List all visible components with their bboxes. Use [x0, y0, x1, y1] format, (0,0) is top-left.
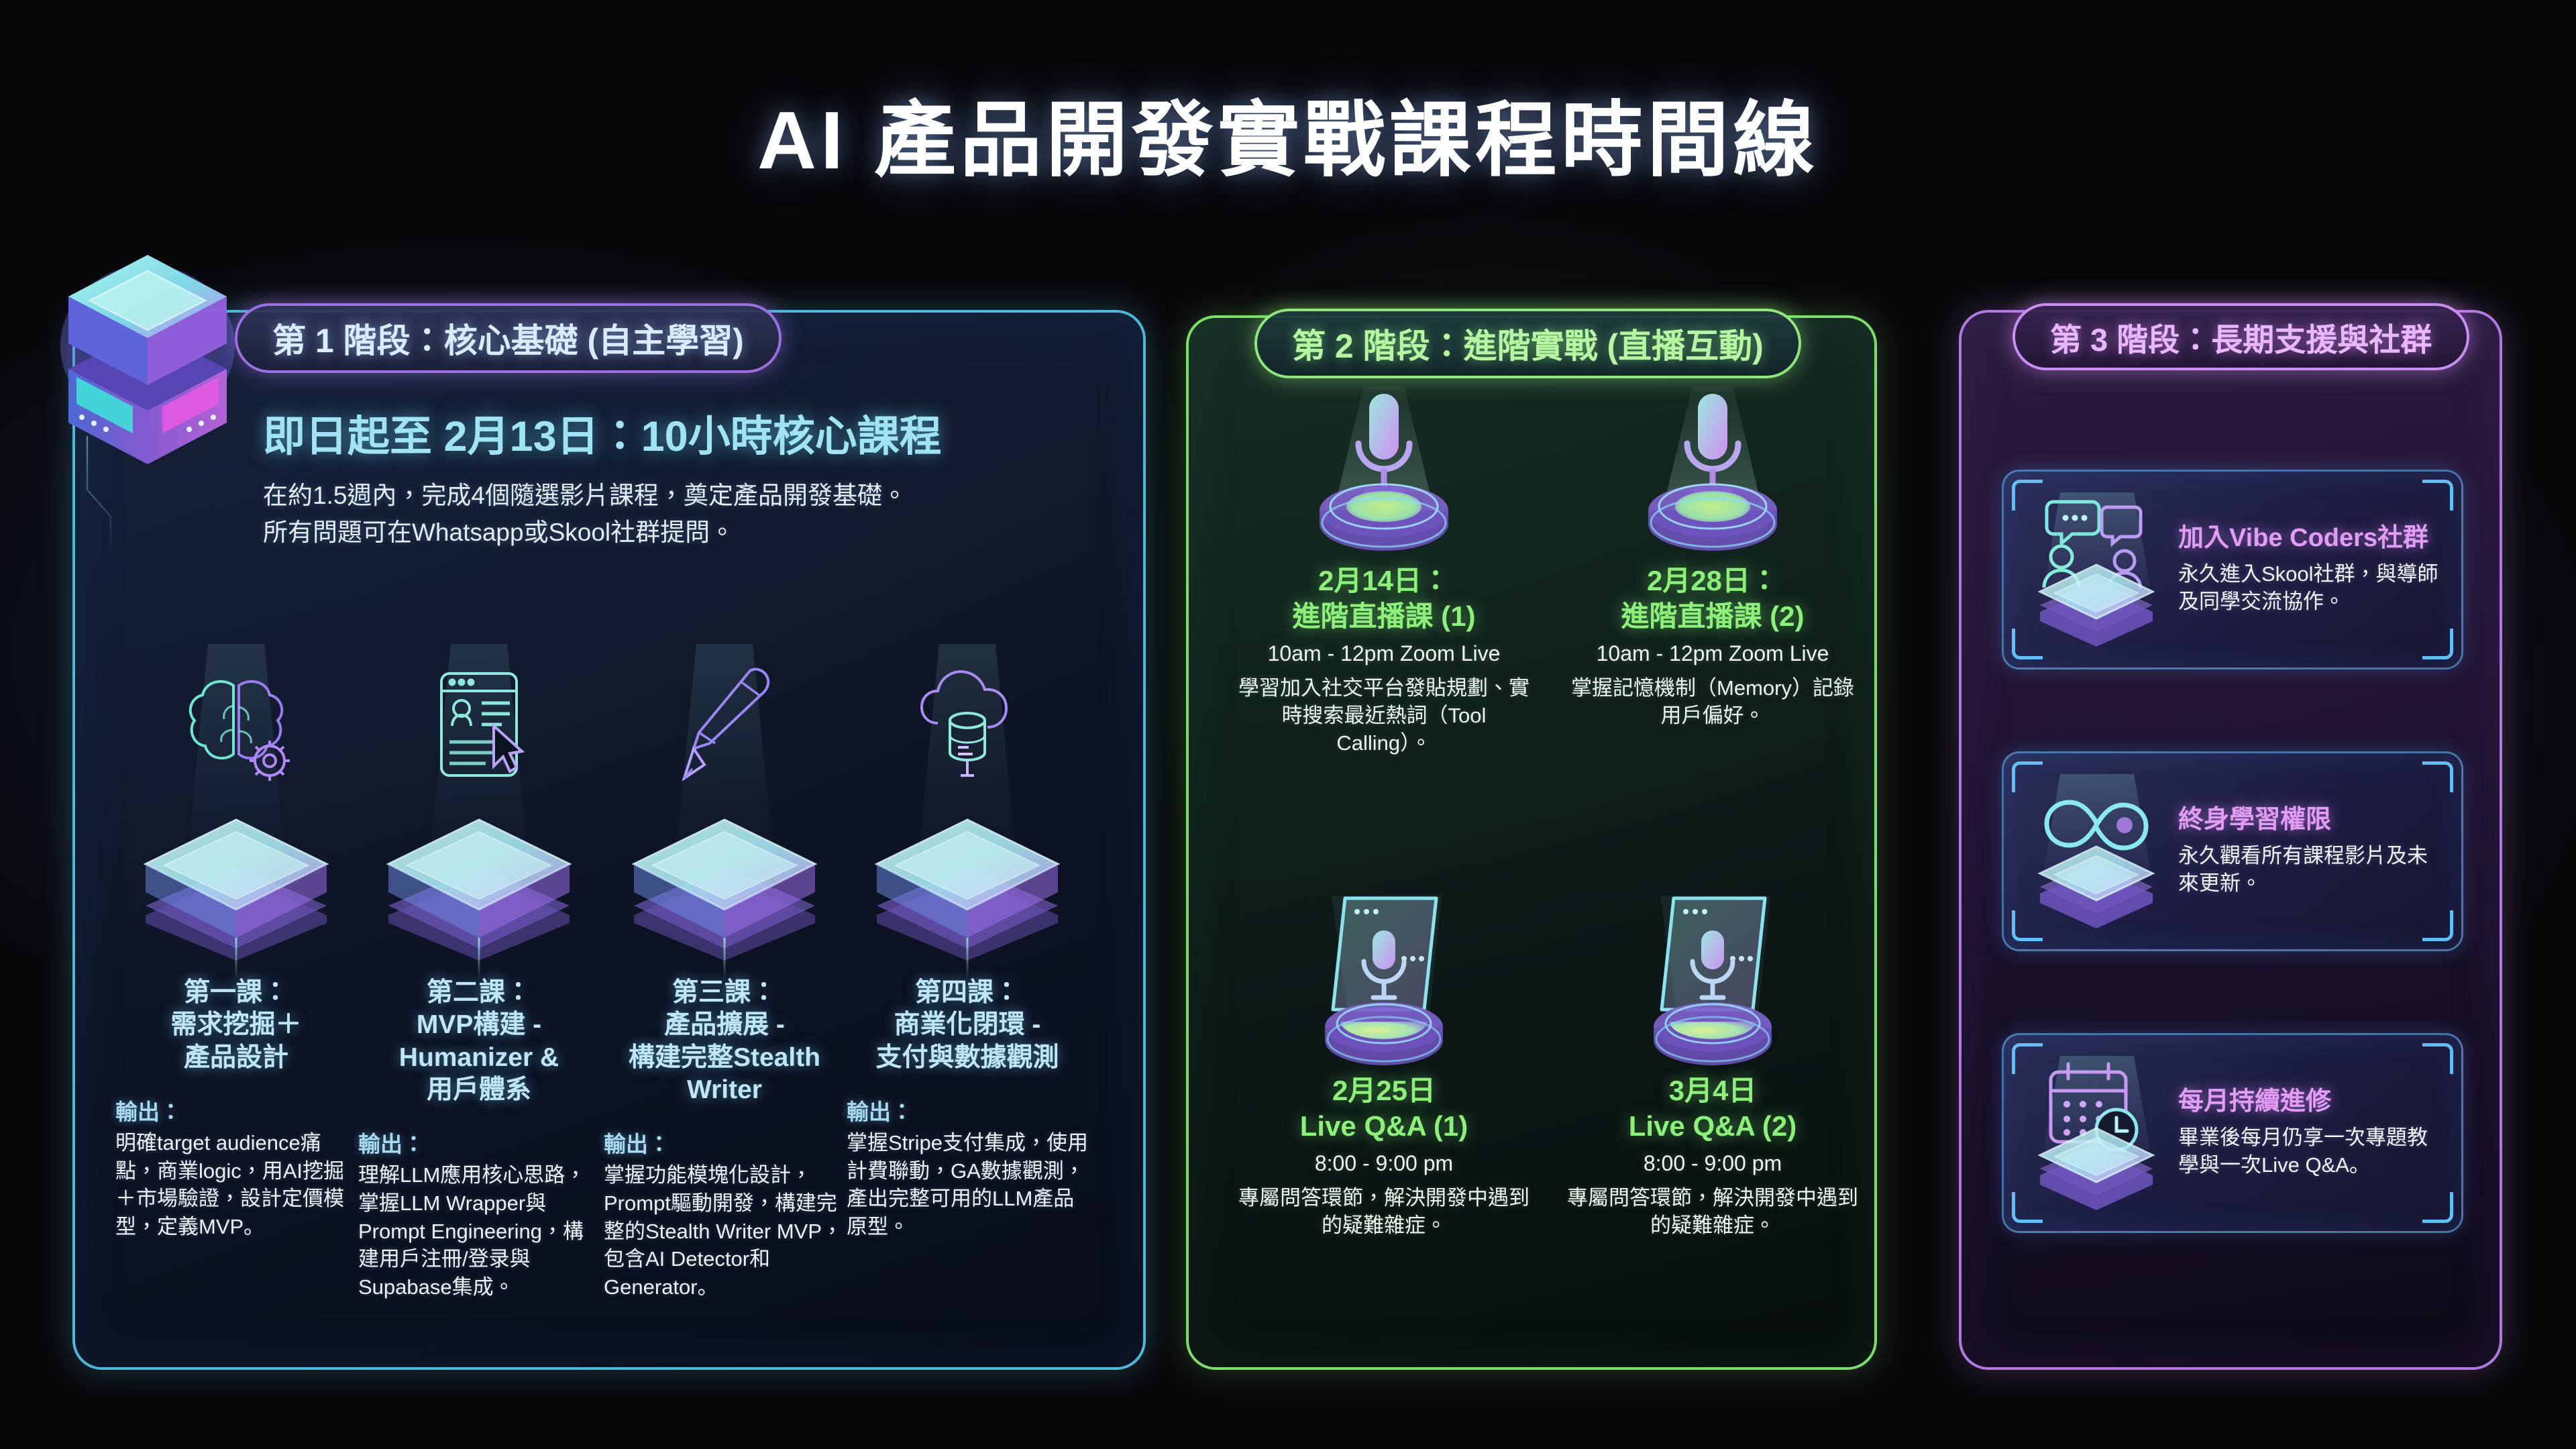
phase-3-badge: 第 3 階段：長期支援與社群	[2012, 303, 2470, 370]
microphone-pedestal-icon	[1320, 386, 1448, 551]
phase-2-badge: 第 2 階段：進階實戰 (直播互動)	[1254, 309, 1801, 378]
session-1-icon-area	[1233, 376, 1535, 564]
corner-bracket	[2012, 629, 2043, 659]
lesson-2-output-text: 理解LLM應用核心思路，掌握LLM Wrapper與Prompt Enginee…	[358, 1163, 586, 1299]
phase-1-headline: 即日起至 2月13日：10小時核心課程	[263, 413, 942, 460]
lesson-2-output-label: 輸出：	[358, 1132, 425, 1157]
pen-icon	[657, 659, 792, 793]
community-card-title: 加入Vibe Coders社群	[2178, 524, 2429, 553]
infinity-icon	[2019, 764, 2174, 938]
session-2-desc: 掌握記憶機制（Memory）記錄用戶偏好。	[1571, 676, 1854, 728]
microphone-screen-icon	[1325, 896, 1443, 1065]
corner-bracket	[2012, 1043, 2043, 1074]
lesson-card-1: 第一課： 需求挖掘＋ 產品設計 輸出： 明確target audience痛點，…	[115, 644, 357, 1240]
corner-bracket	[2012, 1192, 2043, 1223]
corner-bracket	[2012, 761, 2043, 792]
lesson-card-4: 第四課： 商業化閉環 - 支付與數據觀測 輸出： 掌握Stripe支付集成，使用…	[847, 644, 1088, 1240]
monthly-card-text: 每月持續進修 畢業後每月仍享一次專題教學與一次Live Q&A。	[2174, 1087, 2447, 1179]
cloud-database-icon	[900, 659, 1034, 793]
lesson-3-output-label: 輸出：	[604, 1132, 670, 1157]
lesson-2-stem	[478, 938, 480, 979]
lesson-4-title: 第四課： 商業化閉環 - 支付與數據觀測	[875, 978, 1059, 1072]
phase-1-subtitle: 在約1.5週內，完成4個隨選影片課程，奠定產品開發基礎。 所有問題可在Whats…	[263, 478, 907, 551]
lesson-card-3: 第三課： 產品擴展 - 構建完整Stealth Writer 輸出： 掌握功能模…	[604, 644, 845, 1301]
corner-bracket	[2012, 480, 2043, 511]
lesson-1-output-text: 明確target audience痛點，商業logic，用AI挖掘＋市場驗證，設…	[115, 1131, 345, 1238]
lesson-3-pedestal	[614, 792, 835, 961]
session-4-date: 3月4日 Live Q&A (2)	[1628, 1075, 1797, 1142]
benefit-card-community: 加入Vibe Coders社群 永久進入Skool社群，與導師及同學交流協作。	[2002, 470, 2463, 669]
phase-1-subtitle-line-2: 所有問題可在Whatsapp或Skool社群提問。	[263, 518, 735, 546]
lesson-1-title: 第一課： 需求挖掘＋ 產品設計	[170, 978, 302, 1072]
corner-bracket	[2422, 629, 2453, 659]
lesson-card-2: 第二課： MVP構建 - Humanizer & 用戶體系 輸出： 理解LLM應…	[358, 644, 600, 1301]
session-card-2: 2月28日： 進階直播課 (2) 10am - 12pm Zoom Live 掌…	[1562, 376, 1864, 729]
session-3-date: 2月25日 Live Q&A (1)	[1299, 1075, 1468, 1142]
session-card-4: 3月4日 Live Q&A (2) 8:00 - 9:00 pm 專屬問答環節，…	[1562, 885, 1864, 1239]
session-1-desc: 學習加入社交平台發貼規劃、實時搜索最近熱詞（Tool Calling）。	[1238, 676, 1529, 755]
lesson-1-pedestal	[125, 792, 347, 961]
lesson-4-pedestal	[857, 792, 1078, 961]
corner-bracket	[2422, 761, 2453, 792]
lesson-3-output-text: 掌握功能模塊化設計，Prompt驅動開發，構建完整的Stealth Writer…	[604, 1163, 843, 1299]
lesson-1-stem	[235, 938, 237, 979]
phase-2-panel	[1186, 315, 1877, 1370]
calendar-clock-icon	[2019, 1046, 2174, 1220]
lesson-2-icon-area	[358, 644, 600, 979]
corner-bracket	[2422, 480, 2453, 511]
lesson-4-icon-area	[847, 644, 1088, 979]
lesson-2-title: 第二課： MVP構建 - Humanizer & 用戶體系	[398, 978, 559, 1105]
session-4-time: 8:00 - 9:00 pm	[1643, 1150, 1782, 1175]
lesson-4-output-label: 輸出：	[847, 1099, 913, 1125]
session-4-desc: 專屬問答環節，解決開發中遇到的疑難雜症。	[1567, 1185, 1858, 1238]
lifetime-card-text: 終身學習權限 永久觀看所有課程影片及未來更新。	[2174, 805, 2447, 897]
community-card-desc: 永久進入Skool社群，與導師及同學交流協作。	[2178, 561, 2438, 613]
lesson-1-icon-area	[115, 644, 357, 979]
brain-gear-icon	[169, 659, 303, 793]
lesson-2-pedestal	[368, 792, 590, 961]
community-card-text: 加入Vibe Coders社群 永久進入Skool社群，與導師及同學交流協作。	[2174, 523, 2447, 615]
lesson-1-output-label: 輸出：	[115, 1099, 182, 1125]
lesson-4-stem	[966, 938, 969, 979]
corner-bracket	[2012, 910, 2043, 941]
benefit-card-lifetime-access: 終身學習權限 永久觀看所有課程影片及未來更新。	[2002, 751, 2463, 951]
benefit-card-monthly-sessions: 每月持續進修 畢業後每月仍享一次專題教學與一次Live Q&A。	[2002, 1033, 2463, 1233]
user-profile-window-cursor-icon	[412, 659, 546, 793]
phase-1-badge: 第 1 階段：核心基礎 (自主學習)	[235, 303, 782, 373]
session-3-icon-area	[1233, 885, 1535, 1073]
monthly-card-desc: 畢業後每月仍享一次專題教學與一次Live Q&A。	[2178, 1125, 2428, 1177]
lesson-3-icon-area	[604, 644, 845, 979]
session-4-icon-area	[1562, 885, 1864, 1073]
session-1-time: 10am - 12pm Zoom Live	[1267, 641, 1501, 665]
lifetime-card-title: 終身學習權限	[2178, 806, 2332, 835]
lesson-3-title: 第三課： 產品擴展 - 構建完整Stealth Writer	[628, 978, 821, 1105]
lifetime-card-desc: 永久觀看所有課程影片及未來更新。	[2178, 843, 2428, 895]
session-card-3: 2月25日 Live Q&A (1) 8:00 - 9:00 pm 專屬問答環節…	[1233, 885, 1535, 1239]
monthly-card-title: 每月持續進修	[2178, 1087, 2332, 1116]
corner-bracket	[2422, 1043, 2453, 1074]
microphone-screen-icon	[1654, 896, 1772, 1065]
session-3-desc: 專屬問答環節，解決開發中遇到的疑難雜症。	[1238, 1185, 1529, 1238]
corner-bracket	[2422, 910, 2453, 941]
page-title: AI 產品開發實戰課程時間線	[757, 95, 1819, 186]
session-2-time: 10am - 12pm Zoom Live	[1596, 641, 1829, 665]
session-2-icon-area	[1562, 376, 1864, 564]
microphone-pedestal-icon	[1648, 386, 1777, 551]
session-3-time: 8:00 - 9:00 pm	[1314, 1150, 1454, 1175]
phase-1-subtitle-line-1: 在約1.5週內，完成4個隨選影片課程，奠定產品開發基礎。	[263, 482, 908, 509]
community-chat-people-icon	[2019, 482, 2174, 657]
lesson-3-stem	[723, 938, 726, 979]
corner-bracket	[2422, 1192, 2453, 1223]
chip-decoration	[47, 201, 248, 550]
lesson-4-output-text: 掌握Stripe支付集成，使用計費聯動，GA數據觀測，產出完整可用的LLM產品原…	[847, 1131, 1088, 1238]
session-1-date: 2月14日： 進階直播課 (1)	[1292, 565, 1476, 632]
session-2-date: 2月28日： 進階直播課 (2)	[1621, 565, 1805, 632]
session-card-1: 2月14日： 進階直播課 (1) 10am - 12pm Zoom Live 學…	[1233, 376, 1535, 757]
